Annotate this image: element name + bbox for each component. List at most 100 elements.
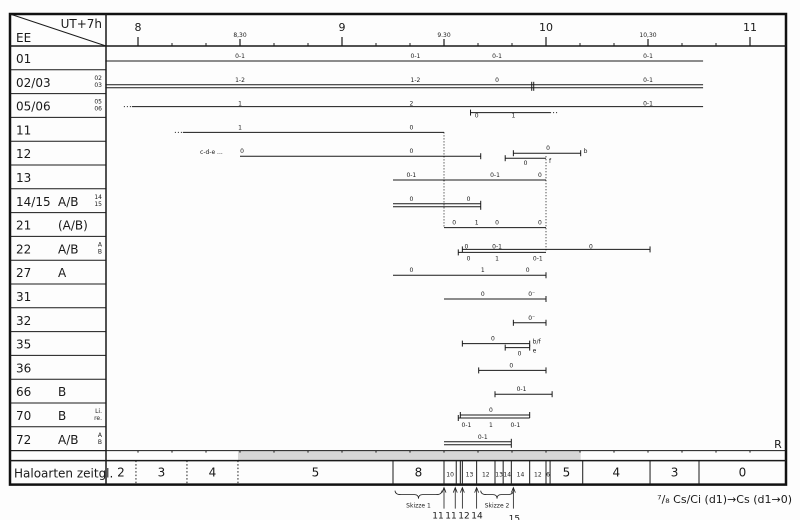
row-label: 11 xyxy=(16,123,31,137)
halo-cell-value: 5 xyxy=(312,466,320,480)
halo-cell-value: 12 xyxy=(482,472,490,479)
segment-tag: e xyxy=(533,348,537,355)
row-sublabel: 14 xyxy=(94,194,102,201)
skizze2-label: Skizze 2 xyxy=(485,503,510,510)
shaded-band xyxy=(237,450,581,461)
intensity-label: 0 xyxy=(491,336,495,343)
intensity-label: 0-1 xyxy=(492,53,502,60)
halo-cell-value: 14 xyxy=(503,472,511,479)
intensity-label: 0 xyxy=(524,160,528,167)
row-group-label: (A/B) xyxy=(58,219,88,233)
row-group-label: B xyxy=(58,409,66,423)
row-label: 72 xyxy=(16,433,31,447)
row-group-label: B xyxy=(58,385,66,399)
row-sublabel: B xyxy=(98,439,102,446)
halo-cell-value: 8 xyxy=(415,466,423,480)
halo-cell-value: 13 xyxy=(466,472,474,479)
intensity-label: 0⁻ xyxy=(528,291,535,298)
row-label: 27 xyxy=(16,266,31,280)
intensity-label: 0 xyxy=(538,172,542,179)
axis-tick-label: 10 xyxy=(539,21,553,34)
intensity-label: 0 xyxy=(409,267,413,274)
arrow-label: 12 xyxy=(458,512,469,520)
intensity-label: 0 xyxy=(475,113,479,120)
row-sublabel: B xyxy=(98,248,102,255)
intensity-label: 1 xyxy=(511,113,515,120)
intensity-label: 0 xyxy=(538,220,542,227)
arrow-head-icon xyxy=(441,486,447,493)
intensity-label: 0-1 xyxy=(406,172,416,179)
halo-cell-value: 6 xyxy=(546,472,550,479)
intensity-label: 0 xyxy=(452,220,456,227)
intensity-label: 2 xyxy=(409,101,413,108)
row-sublabel: re. xyxy=(94,415,102,422)
intensity-label: 0 xyxy=(489,407,493,414)
halo-cell-value: 0 xyxy=(739,466,747,480)
intensity-label: 0 xyxy=(465,243,469,250)
intensity-label: 0 xyxy=(589,243,593,250)
intensity-label: 0 xyxy=(481,291,485,298)
halo-cell-value: 4 xyxy=(613,466,621,480)
intensity-label: 1 xyxy=(481,267,485,274)
intensity-label: 0-1 xyxy=(492,243,502,250)
intensity-label: 0-1 xyxy=(478,434,488,441)
intensity-label: 0 xyxy=(495,220,499,227)
intensity-label: 0⁻ xyxy=(528,315,535,322)
intensity-label: 0 xyxy=(409,124,413,131)
intensity-label: 0-1 xyxy=(533,255,543,262)
halo-row-label: Haloarten zeitgl. xyxy=(14,467,113,481)
intensity-label: 0 xyxy=(495,77,499,84)
axis-tick-label: 9 xyxy=(339,21,346,34)
skizze1-label: Skizze 1 xyxy=(406,503,431,510)
intensity-label: 0-1 xyxy=(490,172,500,179)
halo-cell-value: 2 xyxy=(117,466,125,480)
row-label: 05/06 xyxy=(16,100,51,114)
row-sublabel: 05 xyxy=(94,99,102,106)
corner-time-label: UT+7h xyxy=(61,17,102,31)
row-label: 01 xyxy=(16,52,31,66)
row-label: 31 xyxy=(16,290,31,304)
intensity-label: 0 xyxy=(240,148,244,155)
intensity-label: 0-1 xyxy=(643,53,653,60)
row-label: 02/03 xyxy=(16,76,51,90)
row-sublabel: A xyxy=(98,241,103,248)
footnote: ⁷/₈ Cs/Ci (d1)→Cs (d1→0) xyxy=(657,493,792,506)
intensity-label: 0 xyxy=(409,196,413,203)
intensity-label: 0-1 xyxy=(517,386,527,393)
intensity-label: 0 xyxy=(509,362,513,369)
intensity-label: 0-1 xyxy=(235,53,245,60)
intensity-label: 0 xyxy=(546,145,550,152)
skizze2-brace xyxy=(480,490,514,499)
intensity-label: 0-1 xyxy=(643,77,653,84)
row-sublabel: Li. xyxy=(95,408,102,415)
row-sublabel: 03 xyxy=(94,82,102,89)
axis-tick-label: 11 xyxy=(743,21,757,34)
intensity-label: 1 xyxy=(475,220,479,227)
row-label: 36 xyxy=(16,361,31,375)
arrow-label: 11 xyxy=(432,512,443,520)
axis-tick-label: 9.30 xyxy=(437,32,451,39)
intensity-label: 0-1 xyxy=(462,422,472,429)
row-label: 32 xyxy=(16,314,31,328)
intensity-label: 0 xyxy=(526,267,530,274)
row-sublabel: 02 xyxy=(94,75,102,82)
intensity-label: 0 xyxy=(467,255,471,262)
arrow-label: 14 xyxy=(471,512,483,520)
row-group-label: A/B xyxy=(58,195,78,209)
arrow-head-icon xyxy=(510,486,516,493)
halo-cell-value: 12 xyxy=(534,472,542,479)
row-group-label: A/B xyxy=(58,433,78,447)
row-sublabel: A xyxy=(98,432,103,439)
row-label: 70 xyxy=(16,409,31,423)
intensity-label: 1 xyxy=(489,422,493,429)
halo-cell-value: 4 xyxy=(209,466,217,480)
intensity-label: 1 xyxy=(238,124,242,131)
intensity-label: 0-1 xyxy=(643,101,653,108)
intensity-label: 0-1 xyxy=(510,422,520,429)
halo-cell-value: 3 xyxy=(158,466,166,480)
skizze1-brace xyxy=(394,490,443,499)
halo-cell-value: 3 xyxy=(671,466,679,480)
intensity-label: 1-2 xyxy=(411,77,421,84)
